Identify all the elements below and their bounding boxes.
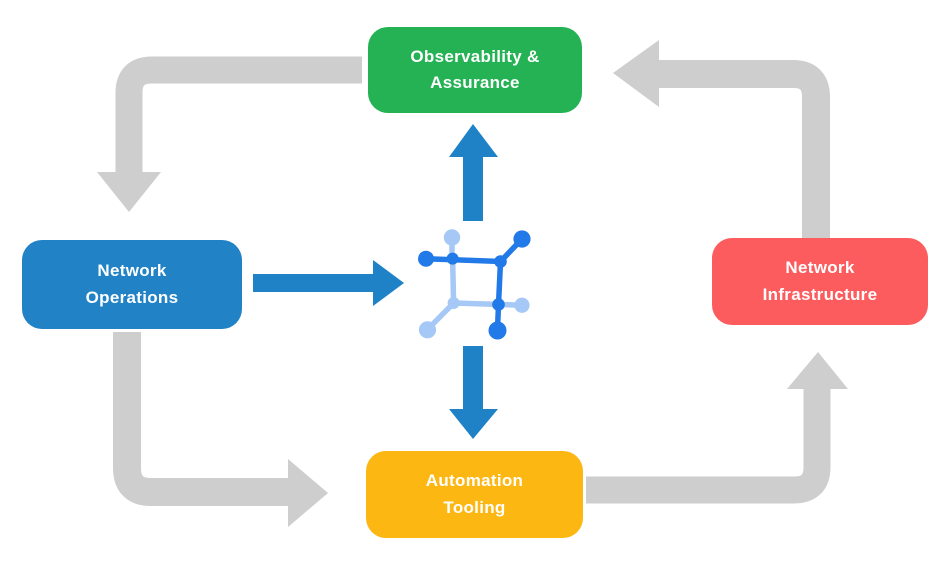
arrow-shaft [586,389,831,504]
arrow-head [449,124,498,157]
arrow-head [373,260,404,306]
arrow-head [288,459,328,527]
hub-node-top-right [513,230,531,248]
hub-junction-top-left [446,252,459,265]
arrow-shaft [113,332,289,506]
flow-arrow-operations-to-hub [253,260,404,306]
hub-node-bottom [488,321,507,340]
arrow-shaft [115,56,362,173]
hub-node-top [443,229,461,246]
hub-junction-bottom-right [492,298,505,311]
hub-junction-top-right [494,255,507,268]
cycle-arrow-infrastructure-to-observability [613,40,830,238]
cycle-arrow-observability-to-operations [97,56,362,212]
node-box-automation [366,451,583,538]
arrow-shaft [659,60,830,238]
cycle-arrow-operations-to-automation [113,332,328,527]
arrow-head [97,172,161,212]
hub-node-right [514,297,530,313]
network-hub-icon [418,229,531,340]
node-box-infrastructure [712,238,928,325]
hub-node-left [418,250,434,267]
arrow-head [449,409,498,439]
node-box-observability [368,27,582,113]
hub-node-bottom-left [418,321,437,339]
arrow-head [613,40,659,107]
hub-junction-bottom-left [447,297,460,309]
arrow-head [787,352,848,389]
node-box-operations [22,240,242,329]
flow-arrow-hub-to-observability [449,124,498,221]
flow-arrow-hub-to-automation [449,346,498,439]
cycle-arrow-automation-to-infrastructure [586,352,848,504]
